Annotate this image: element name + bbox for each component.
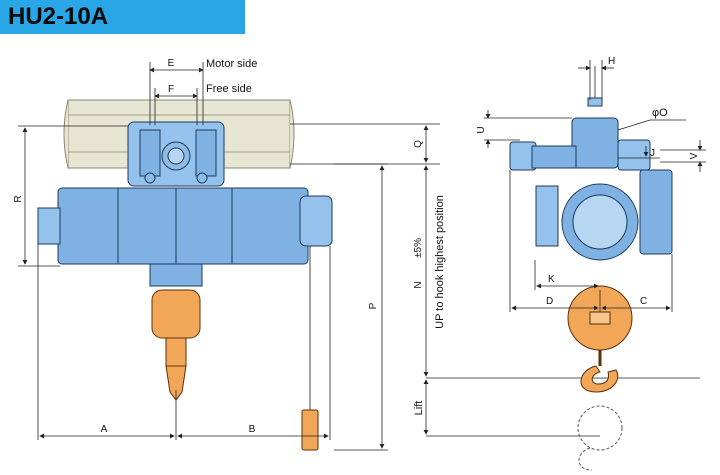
label-b: B (249, 424, 256, 435)
front-view: E F Motor side Free side R A B P (13, 58, 388, 451)
label-k: K (548, 274, 555, 285)
label-r: R (13, 195, 24, 202)
label-p: P (368, 302, 379, 309)
label-a: A (101, 424, 108, 435)
label-j: J (650, 148, 655, 159)
label-n: N (413, 281, 424, 288)
label-lift: Lift (413, 401, 425, 416)
dimension-p: P (334, 163, 388, 451)
label-u: U (476, 126, 487, 133)
label-up-to-hook: UP to hook highest position (434, 195, 446, 329)
label-d: D (546, 296, 553, 307)
label-tolerance: ±5% (413, 238, 424, 258)
dimension-a-b: A B (37, 244, 331, 440)
label-free-side: Free side (206, 83, 252, 95)
label-q: Q (413, 140, 424, 148)
label-c: C (640, 296, 647, 307)
label-h: H (608, 56, 615, 67)
label-f: F (168, 84, 174, 95)
hook-block (149, 263, 203, 401)
dimension-r: R (13, 125, 128, 267)
title-bar: HU2-10A (0, 0, 245, 34)
label-motor-side: Motor side (206, 58, 257, 70)
hoist-body (37, 187, 333, 265)
side-view: H U φO J V K D C (476, 56, 706, 471)
pendant-control (301, 246, 319, 451)
model-title: HU2-10A (8, 3, 109, 30)
label-e: E (168, 58, 175, 69)
dimension-e-f: E F Motor side Free side (149, 58, 257, 125)
trolley (127, 121, 225, 187)
label-v: V (689, 152, 700, 159)
vertical-dimensions: Q N ±5% UP to hook highest position Lift (290, 123, 700, 437)
label-phi-o: φO (652, 107, 668, 119)
